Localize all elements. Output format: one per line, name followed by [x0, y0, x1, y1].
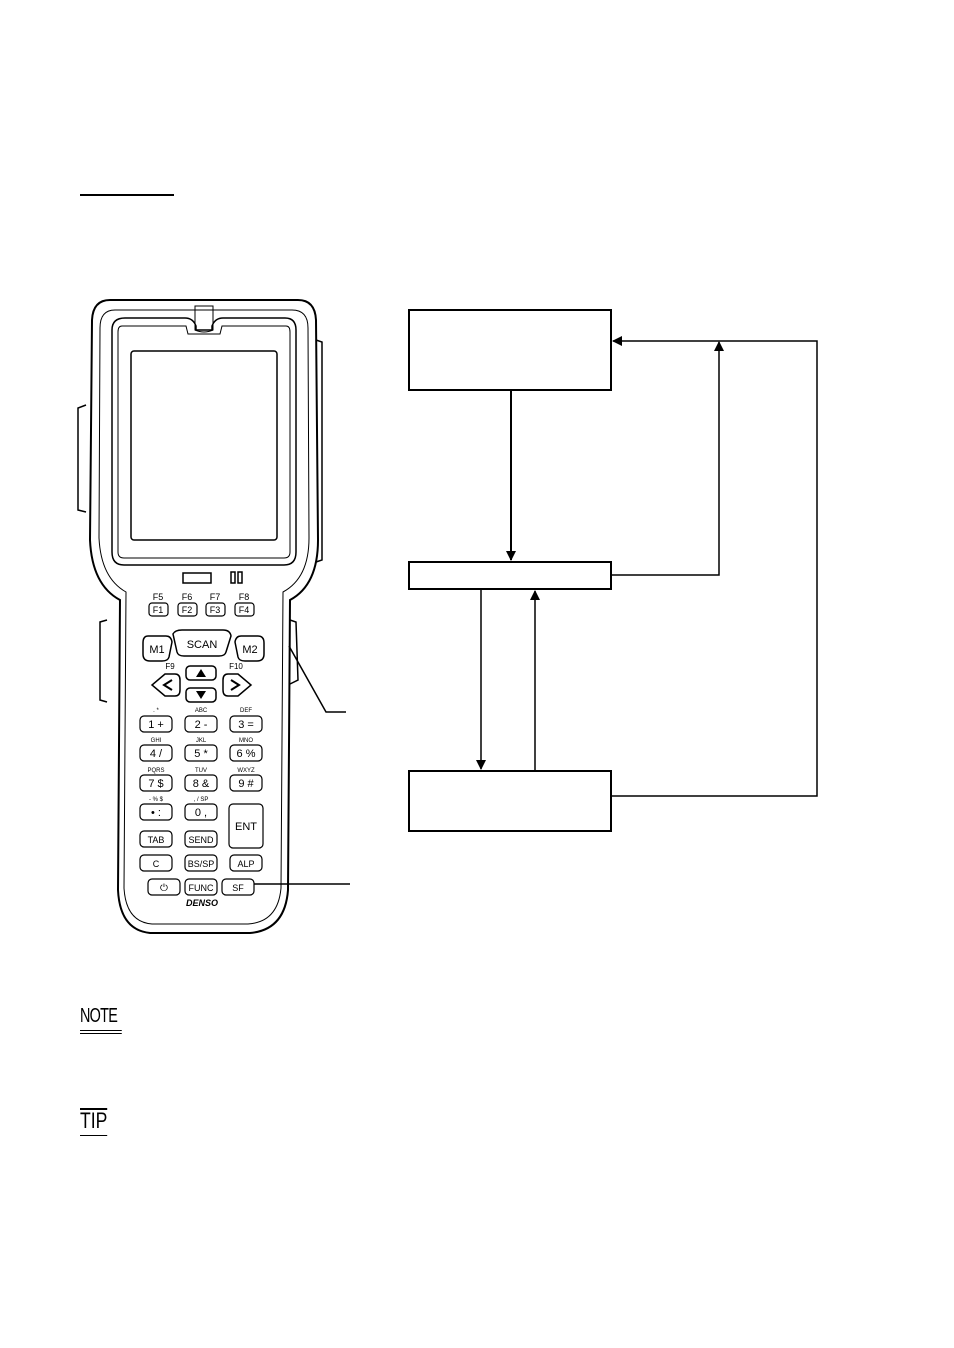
key-6-sub: MNO [239, 738, 253, 744]
callout-lines [254, 645, 350, 885]
key-4: 4 / [150, 748, 163, 760]
key-0: 0 , [195, 807, 207, 819]
key-f4: F4 [239, 605, 250, 615]
key-3: 3 = [238, 719, 254, 731]
note-icon: NOTE [80, 1005, 122, 1034]
brand-logo: DENSO [186, 898, 218, 908]
key-dot: • : [151, 807, 161, 819]
key-7: 7 $ [148, 778, 163, 790]
key-ent: ENT [235, 821, 257, 833]
key-f9-label: F9 [165, 662, 175, 671]
arrow-middle-to-top [611, 341, 724, 576]
key-f5-label: F5 [153, 592, 164, 602]
key-8-sub: TUV [195, 768, 207, 774]
key-2: 2 - [195, 719, 208, 731]
key-7-sub: PQRS [147, 768, 164, 774]
tip-mark-label: TIP [80, 1108, 108, 1133]
state-diagram [408, 309, 818, 832]
key-c: C [153, 859, 160, 869]
key-scan: SCAN [187, 639, 218, 651]
note-mark-label: NOTE [80, 1005, 118, 1027]
key-dot-sub: - % $ [149, 797, 164, 803]
key-bssp: BS/SP [188, 859, 215, 869]
key-f8-label: F8 [239, 592, 250, 602]
key-f7-label: F7 [210, 592, 221, 602]
side-trigger-callout [288, 645, 346, 713]
key-tab: TAB [148, 835, 165, 845]
key-alp: ALP [237, 859, 254, 869]
key-1-sub: . * [153, 708, 159, 714]
key-f6-label: F6 [182, 592, 193, 602]
key-8: 8 & [193, 778, 210, 790]
key-f10-label: F10 [229, 662, 243, 671]
arrow-bottom-to-top [611, 336, 818, 797]
key-4-sub: GHI [151, 738, 162, 744]
tip-icon: TIP [80, 1108, 108, 1136]
key-m1: M1 [149, 644, 164, 656]
key-f1: F1 [153, 605, 164, 615]
keypad-labels: F5 F6 F7 F8 F1 F2 F3 F4 SCAN M1 M2 F9 F1… [147, 592, 257, 908]
key-5: 5 * [194, 748, 208, 760]
key-5-sub: JKL [196, 738, 207, 744]
key-9-sub: WXYZ [237, 768, 255, 774]
key-sf: SF [232, 883, 244, 893]
key-3-sub: DEF [240, 708, 252, 714]
key-send: SEND [188, 835, 214, 845]
key-0-sub: , / SP [194, 797, 209, 803]
state-box-bottom [408, 770, 612, 832]
handheld-terminal-illustration [77, 299, 323, 934]
key-9: 9 # [238, 778, 254, 790]
key-2-sub: ABC [195, 708, 208, 714]
section-heading-underline [80, 194, 174, 196]
key-m2: M2 [242, 644, 257, 656]
state-box-top [408, 309, 612, 391]
state-box-middle [408, 561, 612, 590]
key-f2: F2 [182, 605, 193, 615]
key-1: 1 + [148, 719, 164, 731]
key-func: FUNC [189, 883, 214, 893]
key-power: ⏻ [160, 883, 168, 894]
key-6: 6 % [237, 748, 256, 760]
key-f3: F3 [210, 605, 221, 615]
